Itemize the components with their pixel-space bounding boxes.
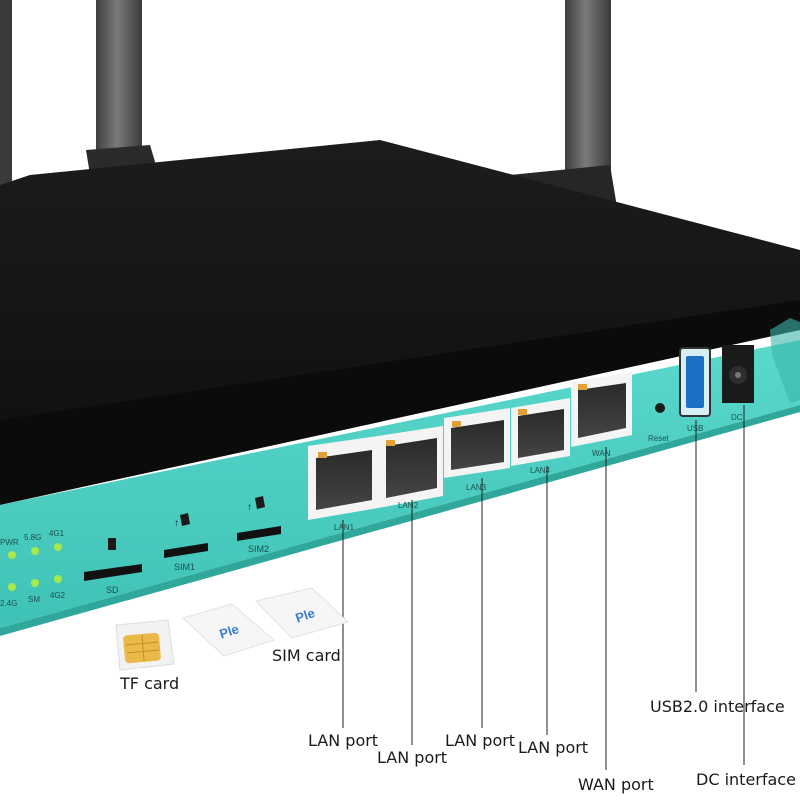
callout-tf-card: TF card (120, 674, 180, 693)
lan3-label: LAN3 (466, 483, 487, 492)
wan-led (578, 384, 587, 390)
sim2-slot-label: SIM2 (248, 544, 269, 554)
sim1-arrow: ↑ (174, 518, 179, 529)
led-sm (31, 579, 39, 587)
callout-lan-port-4: LAN port (518, 738, 589, 757)
wan-label: WAN (592, 449, 611, 458)
sim1-slot (164, 543, 208, 558)
led-5g8 (31, 547, 39, 555)
sim-card-2 (255, 587, 349, 639)
antenna-left (96, 0, 142, 160)
lan2-label: LAN2 (398, 501, 419, 510)
led-label-2g4: 2.4G (0, 599, 17, 608)
callout-lan-port-3: LAN port (445, 731, 516, 750)
antenna-far-left (0, 0, 12, 200)
sim1-slot-label: SIM1 (174, 562, 195, 572)
reset-label: Reset (648, 434, 670, 443)
callout-lan-port-2: LAN port (377, 748, 448, 767)
callout-wan-port: WAN port (578, 775, 654, 794)
sim2-arrow: ↑ (247, 502, 252, 513)
sd-slot-icon (108, 538, 116, 550)
led-label-pwr: PWR (0, 538, 19, 547)
sim-cards: Ple Ple (182, 587, 349, 657)
sim2-slot (237, 526, 281, 541)
card-slots: SD ↑ SIM1 ↑ SIM2 (84, 496, 281, 595)
callout-lan-port-1: LAN port (308, 731, 379, 750)
callout-sim-card: SIM card (272, 646, 341, 665)
led-label-4g1: 4G1 (49, 529, 65, 538)
led-label-5g8: 5.8G (24, 533, 41, 542)
lan4-led (518, 409, 527, 415)
led-4g1 (54, 543, 62, 551)
led-2g4 (8, 583, 16, 591)
lan1-jack (316, 450, 372, 510)
led-label-4g2: 4G2 (50, 591, 66, 600)
callout-lines (342, 405, 745, 770)
led-pwr (8, 551, 16, 559)
lan1-led (318, 452, 327, 458)
lan2-led (386, 440, 395, 446)
tf-card (115, 619, 175, 671)
sim2-slot-icon (255, 496, 265, 509)
tf-card-chip (123, 632, 161, 664)
sim-card-1 (182, 603, 276, 657)
lan2-jack (386, 438, 437, 498)
usb-port-tongue (686, 356, 704, 408)
lan3-jack (451, 420, 504, 470)
sim-card-1-brand: Ple (218, 621, 241, 641)
dc-jack-pin (735, 372, 741, 378)
ethernet-ports: LAN1 LAN2 LAN3 LAN4 WAN (308, 372, 632, 532)
front-panel-edge (0, 405, 800, 636)
tf-chip-line-1 (125, 641, 159, 646)
sd-slot-label: SD (106, 585, 119, 595)
sd-slot (84, 564, 142, 581)
sim-card-2-brand: Ple (294, 605, 317, 625)
dc-label: DC (731, 413, 743, 422)
reset-hole (655, 403, 665, 413)
led-4g2 (54, 575, 62, 583)
usb-label: USB (687, 424, 703, 433)
tf-chip-line-3 (141, 634, 145, 662)
rear-interfaces: Reset USB DC (648, 345, 754, 443)
lan4-jack (518, 409, 564, 458)
wan-jack (578, 383, 626, 438)
lan3-led (452, 421, 461, 427)
side-chevron-deco (770, 318, 800, 403)
router-top-shade (0, 300, 800, 505)
led-label-sm: SM (28, 595, 40, 604)
status-leds: PWR 5.8G 4G1 2.4G SM 4G2 (0, 529, 66, 608)
callout-usb-interface: USB2.0 interface (650, 697, 785, 716)
callout-dc-interface: DC interface (696, 770, 796, 789)
lan4-label: LAN4 (530, 466, 551, 475)
sim1-slot-icon (180, 513, 190, 526)
lan1-label: LAN1 (334, 523, 355, 532)
